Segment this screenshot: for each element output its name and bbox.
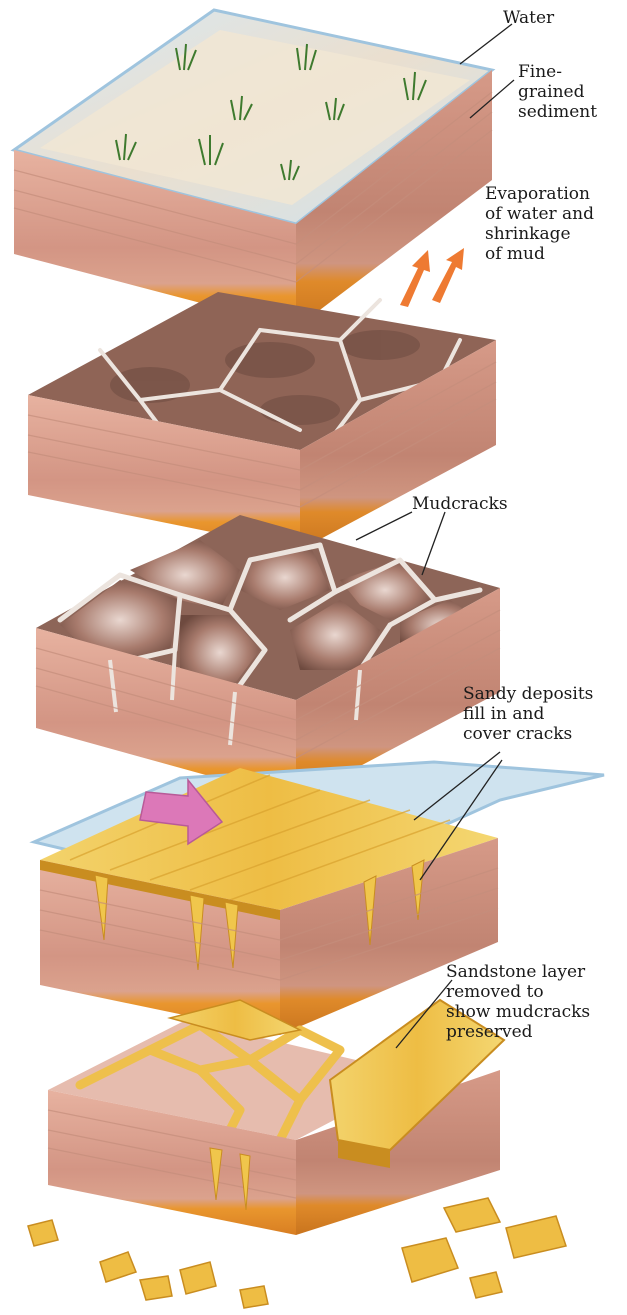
label-water: Water <box>503 8 554 28</box>
label-fine-grained-sediment: Fine- grained sediment <box>518 62 597 122</box>
label-mudcracks: Mudcracks <box>412 494 508 514</box>
label-evaporation: Evaporation of water and shrinkage of mu… <box>485 184 594 264</box>
block-mudcracks <box>36 515 500 800</box>
label-sandstone-layer: Sandstone layer removed to show mudcrack… <box>446 962 590 1042</box>
label-sandy-deposits: Sandy deposits fill in and cover cracks <box>463 684 593 744</box>
block-preserved-mudcracks <box>28 1000 566 1308</box>
block-water-sediment <box>14 10 492 328</box>
evaporation-arrows <box>400 248 464 307</box>
